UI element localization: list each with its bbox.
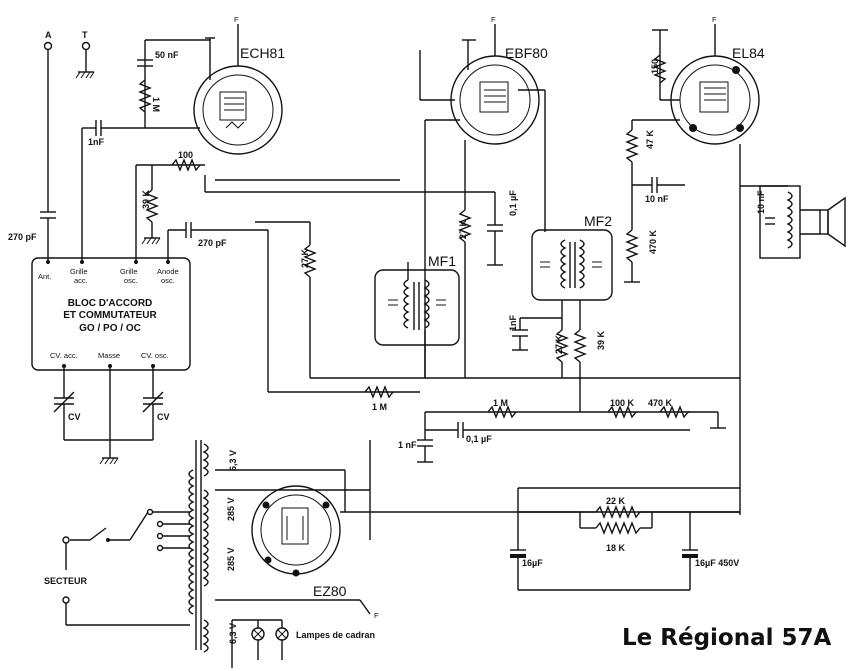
c-01uf-low-label: 0,1 µF [466,434,492,444]
r-1m-a-label: 1 M [372,402,387,412]
ech81-f-label: F [234,15,239,24]
tube-ebf80: EBF80 F [419,15,548,145]
audio-chain: 1 M 100 K 470 K 1 nF 0,1 µF [398,398,726,463]
pin-grille-osc-2: osc. [124,276,138,285]
r-100k-label: 100 K [610,398,635,408]
r-470k-a-label: 470 K [648,229,658,254]
pin-ant: Ant. [38,272,51,281]
ech81-label: ECH81 [240,45,285,61]
v-63-bot-label: 6,3 V [228,623,238,644]
r-27k-a-label: 27 K [300,248,310,268]
c-270pf-ant-label: 270 pF [8,232,37,242]
r-150-label: 150 [650,59,660,74]
tube-el84: EL84 F 150 [650,15,765,145]
block-line-1: BLOC D'ACCORD [68,298,153,309]
r-27k-c-label: 27 K [554,334,564,354]
speaker-icon [800,196,846,248]
mf2-label: MF2 [584,213,612,229]
grid-osc-wiring: 100 39 K [135,150,205,262]
pin-grille-osc: Grille [120,267,138,276]
mf1-label: MF1 [428,253,456,269]
v-63-top-label: 6,3 V [228,450,238,471]
pin-cv-acc: CV. acc. [50,351,78,360]
upper-wiring: 0,1 µF 27 K 27 K [204,119,740,379]
tube-ez80: EZ80 F [215,440,740,620]
pin-cv-osc: CV. osc. [141,351,169,360]
ground-terminal: T [75,30,95,79]
grid-acc-wiring: 1nF 1 M 50 nF [81,39,210,262]
pin-masse: Masse [98,351,120,360]
r-27k-b-label: 27 K [458,219,468,239]
ez80-label: EZ80 [313,583,347,599]
if-transformer-mf2: MF2 [518,89,613,301]
c-10nf-b-label: 10 nF [756,190,766,214]
c-16uf-a-label: 16µF [522,558,543,568]
c-50nf-label: 50 nF [155,50,179,60]
c-01uf-top-label: 0,1 µF [508,190,518,216]
ebf80-f-label: F [491,15,496,24]
block-line-3: GO / PO / OC [79,323,141,334]
r-18k-label: 18 K [606,543,626,553]
r-1m-b-label: 1 M [493,398,508,408]
c-270pf-osc-label: 270 pF [198,238,227,248]
cv-a-label: CV [68,412,81,422]
mains-label: SECTEUR [44,576,88,586]
r-39k-b-label: 39 K [596,330,606,350]
ground-label: T [82,30,88,40]
pin-anode-osc: Anode [157,267,179,276]
antenna-label: A [45,30,52,40]
output-transformer: 10 nF [739,144,801,515]
ez80-f-label: F [374,611,379,620]
mains-switch: SECTEUR [44,508,190,626]
block-line-2: ET COMMUTATEUR [63,310,157,321]
r-1m-top-label: 1 M [151,97,161,112]
el84-f-label: F [712,15,717,24]
r-470k-b-label: 470 K [648,398,673,408]
cv-capacitors: CV CV [53,366,170,465]
c-16uf-b-label: 16µF 450V [695,558,739,568]
coil-block: Ant. Grille acc. Grille osc. Anode osc. … [31,257,191,371]
if-transformer-mf1: MF1 [374,253,460,378]
anode-osc-wiring: 270 pF 1 M [167,222,420,412]
pin-grille-acc: Grille [70,267,88,276]
antenna-terminal: A 270 pF [8,30,56,260]
cv-b-label: CV [157,412,170,422]
r-39k-a-label: 39 K [141,189,151,209]
v-285-a-label: 285 V [226,497,236,521]
c-1nf-mid-label: 1nF [508,314,518,331]
el84-label: EL84 [732,45,765,61]
dial-lamps: Lampes de cadran [231,619,375,668]
c-10nf-a-label: 10 nF [645,194,669,204]
c-1nf-low-label: 1 nF [398,440,417,450]
v-285-b-label: 285 V [226,547,236,571]
r-47k-label: 47 K [645,129,655,149]
r-100-label: 100 [178,150,193,160]
schematic-title: Le Régional 57A [622,625,832,651]
pin-anode-osc-2: osc. [161,276,175,285]
ebf80-label: EBF80 [505,45,548,61]
pin-grille-acc-2: acc. [74,276,88,285]
c-1nf-top-label: 1nF [88,137,105,147]
detector-wiring: 27 K 39 K 1nF [508,300,606,412]
tube-ech81: ECH81 F [193,15,285,155]
power-transformer: 6,3 V 285 V 285 V 6,3 V [188,440,238,653]
dial-lamps-label: Lampes de cadran [296,630,375,640]
output-coupling: 47 K 10 nF 470 K [624,119,685,283]
filter-network: 16µF 22 K 18 K 16µF 450V [510,487,740,591]
r-22k-label: 22 K [606,496,626,506]
